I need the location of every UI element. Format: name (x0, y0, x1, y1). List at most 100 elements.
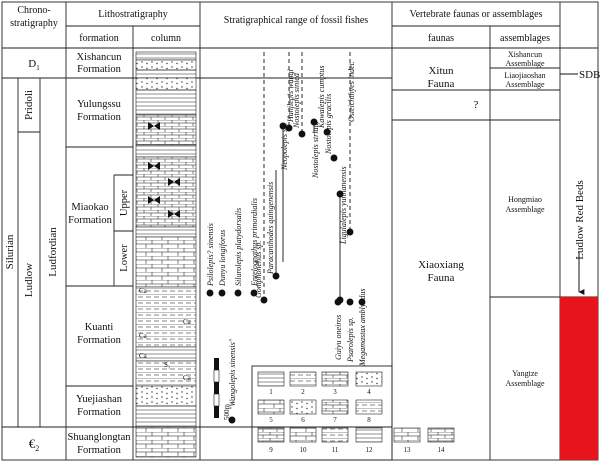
ludfordian-label: Ludfordian (47, 227, 59, 277)
legend-swatch (257, 399, 285, 415)
legend-swatch (355, 371, 383, 387)
occurrence-dot (279, 122, 287, 130)
ca-mark: Ca (139, 332, 148, 340)
legend-swatch (257, 371, 285, 387)
taxon-dunyu: Dunyu longiforus (218, 230, 227, 287)
occurrence-dot (218, 289, 226, 297)
ludlow-label: Ludlow (23, 263, 35, 297)
s1-mark: S₁ (164, 361, 170, 369)
legend-number: 9 (269, 446, 273, 454)
lithology-column (135, 51, 197, 458)
chrono-header-2: stratigraphy (10, 18, 58, 29)
legend-number: 10 (300, 446, 308, 454)
d1-label: D1 (28, 58, 40, 72)
formation-header: formation (79, 33, 118, 44)
occurrence-dot (336, 190, 344, 198)
ca-mark: Ca (183, 374, 192, 382)
taxon-nostolepis-gracilis: Nostolepis gracilis (324, 94, 333, 155)
legend-swatch (427, 427, 455, 443)
ca-mark: Ca (139, 287, 148, 295)
occurrence-dot (346, 228, 354, 236)
occurrence-dot (206, 289, 214, 297)
legend-number: 12 (366, 446, 374, 454)
taxon-neopolepis: Neopolepis sp. (280, 123, 289, 171)
occurrence-dot (330, 154, 338, 162)
legend-swatch (321, 399, 349, 415)
legend-swatch (321, 371, 349, 387)
column-header: column (151, 33, 181, 44)
taxon-gomphonchus: Gomphonchus sp. (254, 241, 263, 298)
legend-number: 7 (333, 416, 337, 424)
occurrence-dot (334, 298, 342, 306)
legend-number: 3 (333, 388, 337, 396)
legend-number: 2 (301, 388, 305, 396)
legend-number: 1 (269, 388, 273, 396)
legend-numbers: 1 2 3 4 5 6 7 8 9 10 11 12 13 14 (269, 388, 445, 454)
taxon-guiyu: Guiyu oneiros (334, 315, 343, 360)
faunas-header: faunas (428, 33, 454, 44)
occurrence-dot (250, 289, 258, 297)
legend-swatch (289, 371, 317, 387)
fauna-unknown: ? (474, 99, 479, 111)
occurrence-dot (272, 272, 280, 280)
column-fossil-marks (148, 122, 180, 218)
assemblages-header: assemblages (500, 33, 550, 44)
taxon-nostolepis-striata: Nostolepis striata (311, 121, 320, 179)
occurrence-dot (358, 298, 366, 306)
taxon-kawalepis: Kawalepis cumptus (317, 66, 326, 129)
ca-mark: Ca (183, 318, 192, 326)
fish-taxon-labels: "Wangolepis sinensis" Psilolepis? sinens… (206, 61, 367, 410)
legend-swatch (393, 427, 421, 443)
taxon-nostolepis-sinica: Nostolepis sinica (292, 73, 301, 129)
litho-header: Lithostratigraphy (98, 9, 167, 20)
legend-number: 5 (269, 416, 273, 424)
taxon-psilolepis: Psilolepis? sinensis (206, 223, 215, 287)
ca-mark: Ca (139, 352, 148, 360)
taxon-wangolepis: "Wangolepis sinensis" (228, 338, 237, 410)
red-beds-label: Ludlow Red Beds (574, 180, 586, 259)
legend-number: 14 (438, 446, 446, 454)
legend-number: 13 (404, 446, 412, 454)
lithology-legend (257, 371, 455, 443)
legend-number: 4 (367, 388, 371, 396)
taxon-hanilepis: Hanilepis wangi (286, 69, 295, 123)
legend-swatch (289, 399, 317, 415)
legend-swatch (321, 427, 349, 443)
scale-bar (213, 358, 220, 418)
pridoli-label: Pridoli (23, 90, 35, 120)
sdb-label: SDB (579, 69, 600, 81)
occurrence-dot (346, 298, 354, 306)
fish-ranges (206, 52, 366, 424)
taxon-silurolepis: Silurolepis platydorsalis (234, 208, 243, 286)
occurrence-dot (323, 128, 331, 136)
legend-swatch (289, 427, 317, 443)
legend-number: 11 (332, 446, 339, 454)
occurrence-dot (298, 130, 306, 138)
taxon-psarolepis: Psarolepis sp. (346, 317, 355, 363)
taxon-entelognathus: Entelognathus primordialis (250, 198, 259, 287)
cambrian-label: €2 (29, 436, 40, 453)
red-beds-box (560, 297, 598, 460)
taxon-paracanthodes: Paracanthodes quingenensis (266, 182, 275, 275)
taxon-ligulalepis: Ligulalepis yunnanensis (339, 166, 348, 245)
occurrence-dot (260, 296, 268, 304)
taxon-osteichthyes: Osteichthyes indet. (347, 61, 356, 122)
taxon-megamastax: Megamastax amblyodus (358, 288, 367, 367)
chrono-header-1: Chrono- (17, 5, 50, 16)
member-upper: Upper (119, 189, 130, 216)
legend-swatch (355, 399, 383, 415)
legend-number: 8 (367, 416, 371, 424)
